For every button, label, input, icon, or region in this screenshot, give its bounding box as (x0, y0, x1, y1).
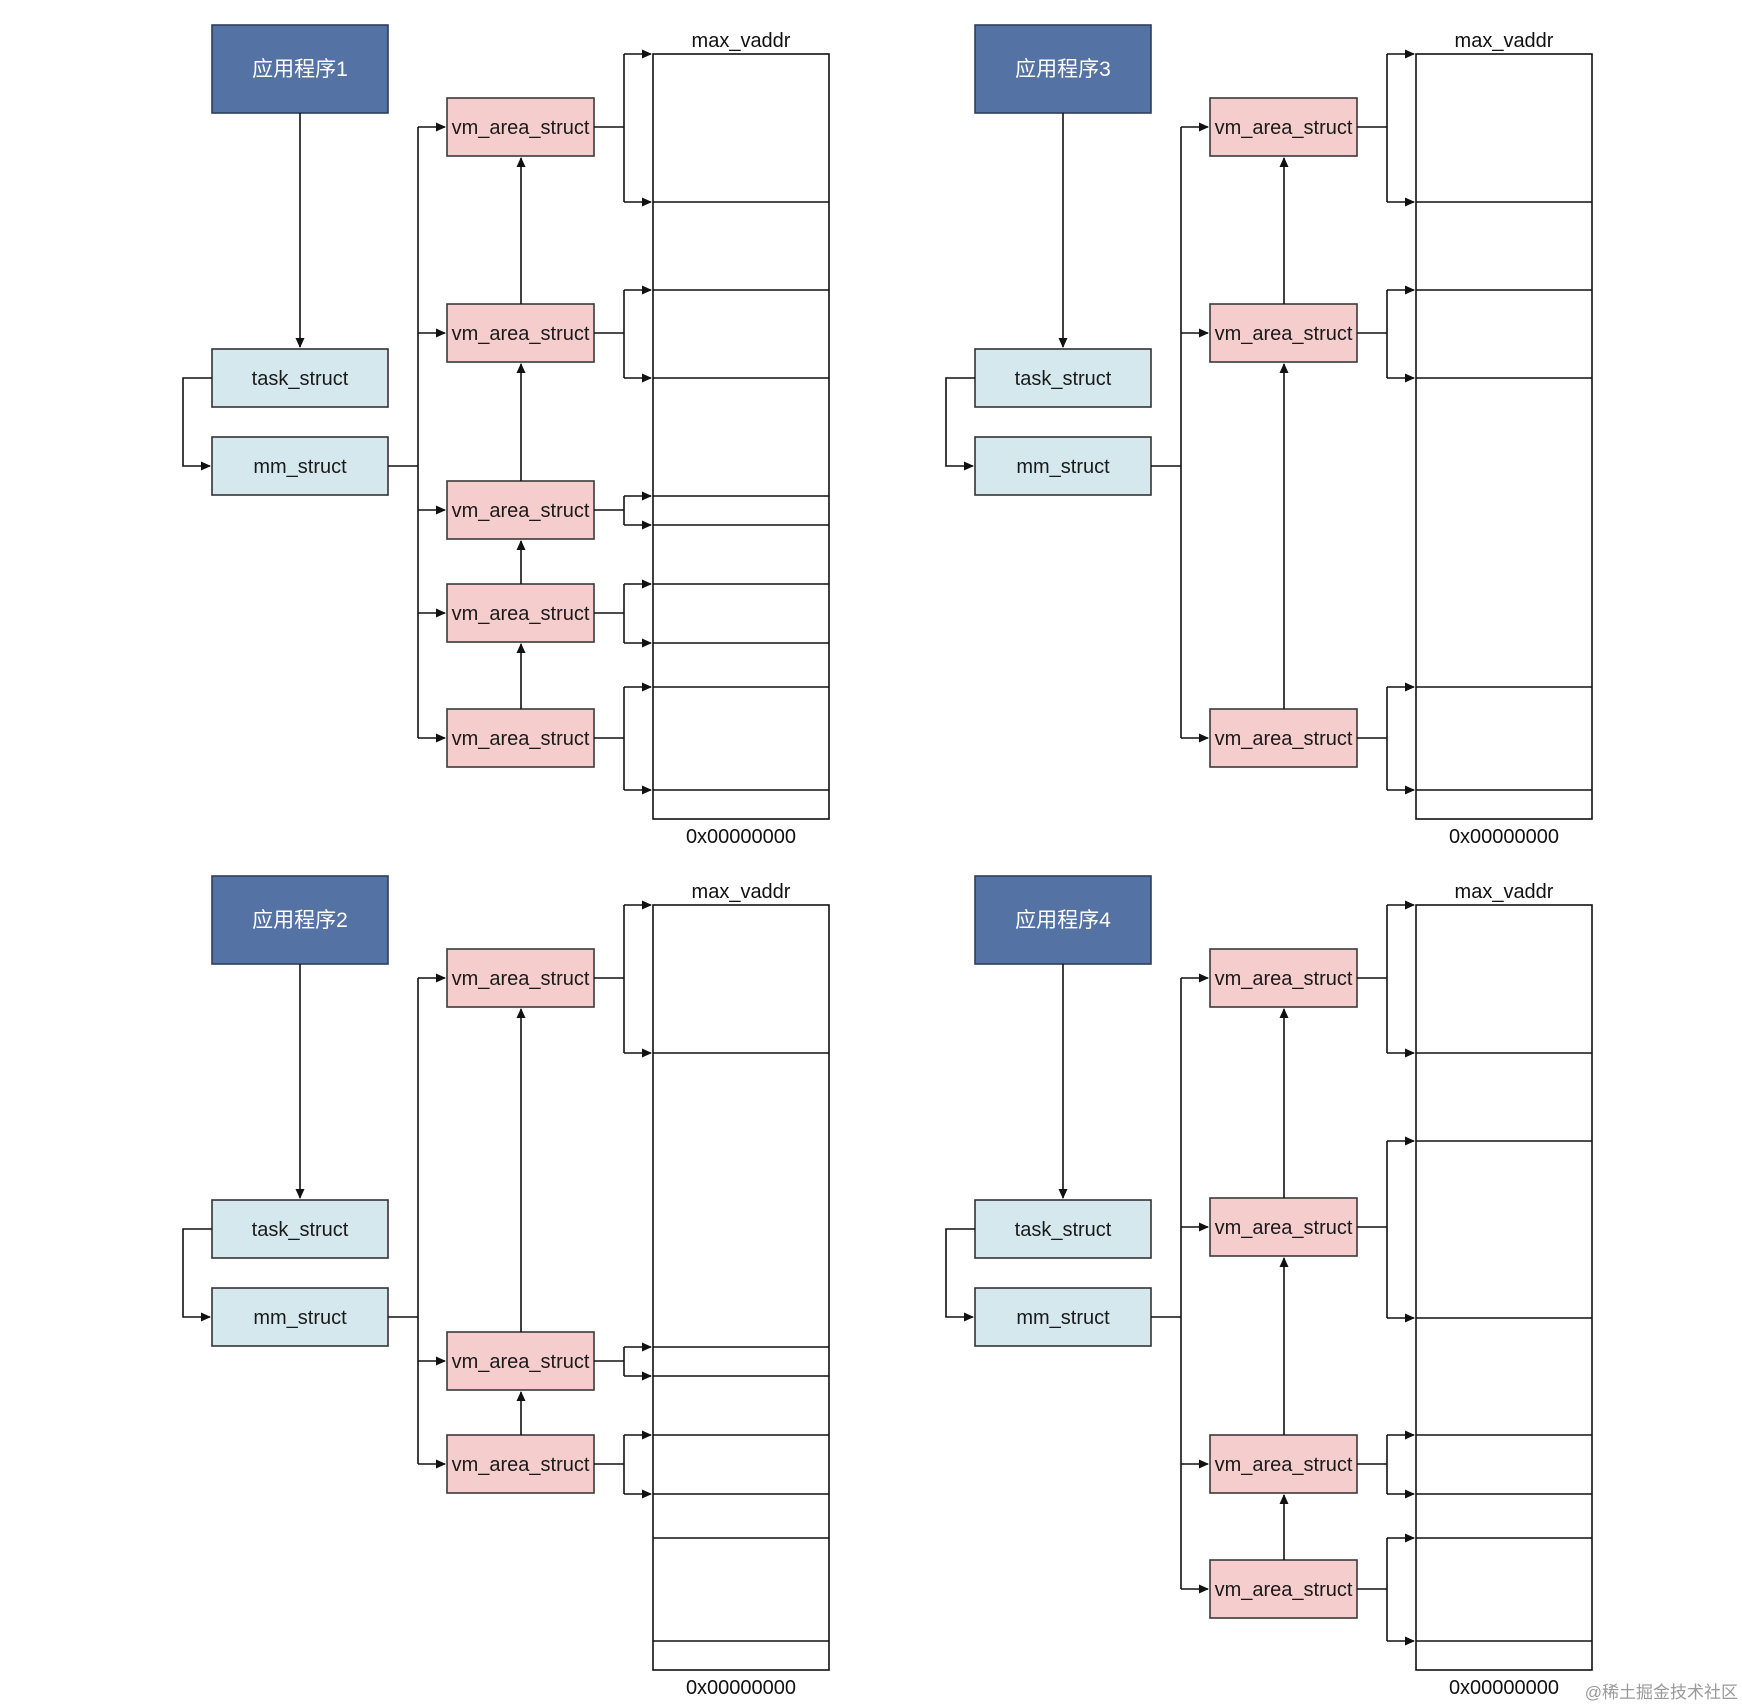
task-struct-box-label: task_struct (252, 368, 349, 390)
mm-struct-box (211, 1287, 389, 1347)
vma-box (446, 480, 595, 540)
task-to-mm-arrow (182, 377, 212, 471)
vma-box-label: vm_area_struct (1215, 1217, 1353, 1239)
app-box-label: 应用程序1 (252, 58, 348, 81)
vma-box (1209, 1559, 1358, 1619)
panel-1: max_vaddr 0x00000000 应用程序1 task_struct mm_st… (182, 24, 830, 848)
task-struct-box (974, 348, 1152, 408)
vma-box (1209, 97, 1358, 157)
task-to-mm-arrow (945, 1228, 975, 1322)
vma-box-label: vm_area_struct (452, 1351, 590, 1373)
task-struct-box-label: task_struct (1015, 1219, 1112, 1241)
panel-3: max_vaddr 0x00000000 应用程序2 task_struct mm_st… (182, 875, 830, 1699)
address-space-column (652, 53, 830, 820)
vma-box (1209, 948, 1358, 1008)
min-addr-label: 0x00000000 (1449, 1677, 1559, 1699)
task-struct-box-label: task_struct (1015, 368, 1112, 390)
mm-struct-box (974, 436, 1152, 496)
task-to-mm-arrow (945, 377, 975, 471)
address-space-column (652, 904, 830, 1671)
min-addr-label: 0x00000000 (686, 1677, 796, 1699)
mm-struct-box-label: mm_struct (253, 1307, 347, 1329)
watermark: @稀土掘金技术社区 (1585, 1683, 1738, 1702)
max-vaddr-label: max_vaddr (692, 30, 791, 52)
task-struct-box-label: task_struct (252, 1219, 349, 1241)
vma-box-label: vm_area_struct (1215, 968, 1353, 990)
panel-2: max_vaddr 0x00000000 应用程序3 task_struct mm_st… (945, 24, 1593, 848)
address-space-column (1415, 53, 1593, 820)
mm-struct-box-label: mm_struct (253, 456, 347, 478)
mm-struct-box-label: mm_struct (1016, 1307, 1110, 1329)
max-vaddr-label: max_vaddr (692, 881, 791, 903)
vma-box (1209, 708, 1358, 768)
vma-box-label: vm_area_struct (1215, 728, 1353, 750)
app-box (974, 24, 1152, 114)
vma-box-label: vm_area_struct (452, 603, 590, 625)
app-box-label: 应用程序2 (252, 909, 348, 932)
mm-struct-box-label: mm_struct (1016, 456, 1110, 478)
address-space-column (1415, 904, 1593, 1671)
vma-box-label: vm_area_struct (452, 1454, 590, 1476)
vma-box (446, 97, 595, 157)
app-box (211, 24, 389, 114)
task-to-mm-arrow (182, 1228, 212, 1322)
vma-box-label: vm_area_struct (452, 728, 590, 750)
mm-struct-box (974, 1287, 1152, 1347)
vma-box-label: vm_area_struct (1215, 1579, 1353, 1601)
min-addr-label: 0x00000000 (686, 826, 796, 848)
vma-box-label: vm_area_struct (1215, 1454, 1353, 1476)
vma-box-label: vm_area_struct (1215, 117, 1353, 139)
app-box-label: 应用程序3 (1015, 58, 1111, 81)
vma-box (446, 1331, 595, 1391)
max-vaddr-label: max_vaddr (1455, 30, 1554, 52)
panel-4: max_vaddr 0x00000000 应用程序4 task_struct mm_st… (945, 875, 1593, 1699)
min-addr-label: 0x00000000 (1449, 826, 1559, 848)
vma-box-label: vm_area_struct (1215, 323, 1353, 345)
vma-box (446, 583, 595, 643)
vma-box (446, 948, 595, 1008)
vma-box-label: vm_area_struct (452, 968, 590, 990)
vma-box-label: vm_area_struct (452, 500, 590, 522)
app-box-label: 应用程序4 (1015, 909, 1111, 932)
vma-box-label: vm_area_struct (452, 323, 590, 345)
mm-struct-box (211, 436, 389, 496)
vma-box-label: vm_area_struct (452, 117, 590, 139)
max-vaddr-label: max_vaddr (1455, 881, 1554, 903)
